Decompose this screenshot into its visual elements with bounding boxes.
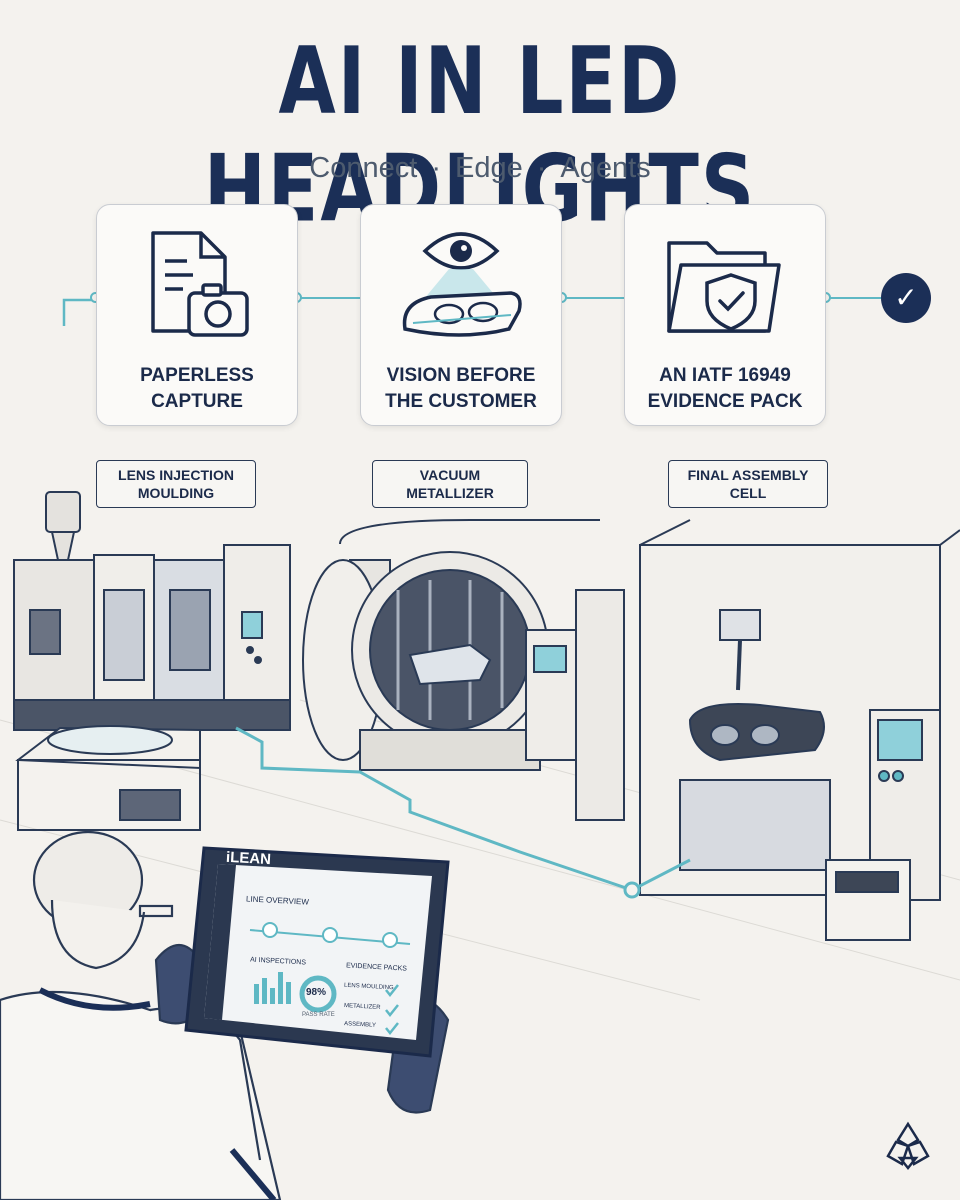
card-label: AN IATF 16949 EVIDENCE PACK: [647, 365, 803, 412]
vacuum-metallizer-machine: [302, 519, 625, 821]
card-vision-before-customer: VISION BEFORE THE CUSTOMER: [360, 204, 562, 426]
tablet-pass-label: PASS RATE: [302, 1012, 335, 1018]
worker-illustration: [0, 830, 450, 1200]
flow-start-connector: [62, 298, 94, 326]
tablet-pass-value: 98%: [306, 987, 327, 998]
subtitle-connect: Connect: [309, 152, 418, 184]
page-subtitle: Connect · Edge · Agents: [0, 152, 960, 185]
subtitle-agents: Agents: [560, 152, 651, 184]
subtitle-edge: Edge: [454, 152, 523, 184]
station-tag-lens-injection: LENS INJECTION MOULDING: [96, 460, 256, 508]
eye-headlight-icon: [402, 232, 522, 337]
lens-table: [15, 725, 201, 831]
folder-shield-icon: [667, 241, 781, 333]
subtitle-separator: ·: [431, 152, 441, 184]
check-icon: ✓: [881, 273, 931, 323]
flow-connector: [562, 297, 624, 299]
brand-logo-icon: [886, 1121, 930, 1171]
factory-scene-illustration: [0, 491, 960, 1200]
injection-moulding-machine: [13, 491, 291, 731]
flow-connector: [298, 297, 360, 299]
card-evidence-pack: AN IATF 16949 EVIDENCE PACK: [624, 204, 826, 426]
tablet-device: [184, 846, 450, 1058]
card-label: PAPERLESS CAPTURE: [140, 365, 254, 412]
final-assembly-cell: [639, 519, 960, 941]
card-label: VISION BEFORE THE CUSTOMER: [385, 365, 537, 412]
flow-connector: [826, 297, 881, 299]
document-camera-icon: [151, 231, 249, 337]
station-tag-vacuum-metallizer: VACUUM METALLIZER: [372, 460, 528, 508]
subtitle-separator: ·: [536, 152, 547, 184]
card-paperless-capture: PAPERLESS CAPTURE: [96, 204, 298, 426]
tablet-brand: iLEAN: [225, 848, 272, 869]
station-tag-final-assembly: FINAL ASSEMBLY CELL: [668, 460, 828, 508]
